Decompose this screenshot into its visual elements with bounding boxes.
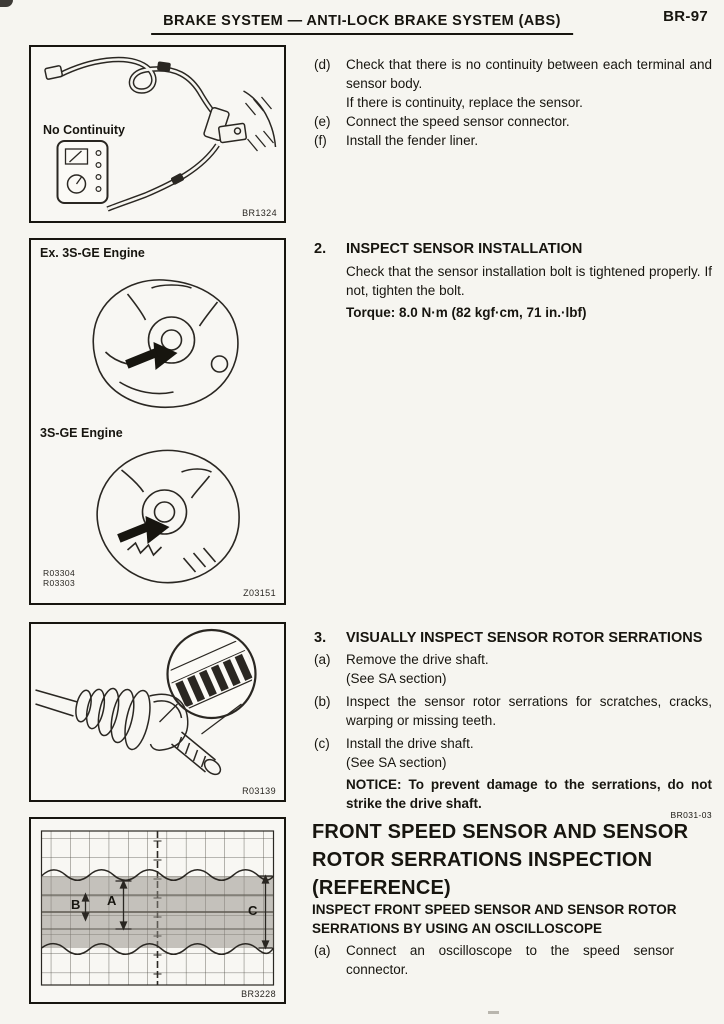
step-text: Remove the drive shaft. (346, 652, 489, 667)
drive-shaft-illustration (35, 628, 257, 776)
figure-oscilloscope-waveform: B A C BR3228 (29, 817, 286, 1004)
step-marker: (b) (314, 694, 331, 709)
step-title: VISUALLY INSPECT SENSOR ROTOR SERRATIONS (346, 630, 703, 646)
step-body: Remove the drive shaft. (See SA section) (346, 650, 712, 688)
section-code: BR031-03 (670, 810, 712, 820)
step-marker: (c) (314, 736, 330, 751)
figure-caption-ex-3sge: Ex. 3S-GE Engine (40, 246, 145, 260)
procedure-step-3b: (b) Inspect the sensor rotor serrations … (312, 692, 712, 730)
step-body: Install the drive shaft. (See SA section… (346, 734, 712, 772)
figure-continuity-check: No Continuity BR1324 (29, 45, 286, 223)
figure-code: R03139 (242, 786, 276, 796)
step-text: Install the fender liner. (346, 133, 479, 148)
step-2-heading: 2. INSPECT SENSOR INSTALLATION (312, 239, 712, 260)
step-number: 3. (314, 630, 327, 646)
figure-caption-no-continuity: No Continuity (43, 123, 125, 137)
step-number: 2. (314, 241, 327, 257)
dimension-label-a: A (107, 893, 117, 908)
notice-text: NOTICE: To prevent damage to the serrati… (346, 777, 712, 812)
page-title: BRAKE SYSTEM — ANTI-LOCK BRAKE SYSTEM (A… (151, 13, 573, 35)
section-title: FRONT SPEED SENSOR AND SENSOR ROTOR SERR… (312, 821, 689, 899)
figure-code: R03304 (43, 567, 76, 578)
step-text: Connect the speed sensor connector. (346, 114, 570, 129)
sensor-wiring-illustration (44, 56, 277, 212)
figure-code: BR3228 (241, 989, 276, 999)
step-text: Install the drive shaft. (346, 736, 474, 751)
engine-knuckle-illustration (92, 279, 240, 584)
oscilloscope-grid-illustration (40, 830, 275, 986)
dimension-label-c: C (248, 903, 258, 918)
procedure-step-3c: (c) Install the drive shaft. (See SA sec… (312, 734, 712, 772)
step-text: If there is continuity, replace the sens… (346, 95, 583, 111)
step-body: Check that there is no continuity betwee… (346, 55, 712, 112)
figure-code: Z03151 (243, 588, 276, 598)
step-text: Inspect the sensor rotor serrations for … (346, 694, 712, 729)
step-marker: (d) (314, 57, 331, 72)
figure-caption-3sge: 3S-GE Engine (40, 426, 123, 440)
dimension-label-b: B (71, 897, 81, 912)
figure-drive-shaft-serrations: R03139 (29, 622, 286, 802)
procedure-step-3a: (a) Remove the drive shaft. (See SA sect… (312, 650, 712, 688)
figure-sensor-installation: Ex. 3S-GE Engine 3S-GE Engine R03304 R03… (29, 238, 286, 605)
figure-code: BR1324 (242, 208, 277, 218)
step-marker: (a) (314, 943, 331, 958)
step-title: INSPECT SENSOR INSTALLATION (346, 241, 583, 257)
step-3-heading: 3. VISUALLY INSPECT SENSOR ROTOR SERRATI… (312, 628, 712, 649)
section-subtitle: INSPECT FRONT SPEED SENSOR AND SENSOR RO… (312, 902, 677, 936)
step-marker: (a) (314, 652, 331, 667)
step-subtext: (See SA section) (346, 755, 447, 771)
step-text: Connect an oscilloscope to the speed sen… (346, 943, 674, 978)
page-number: BR-97 (663, 8, 708, 25)
step-marker: (f) (314, 133, 327, 148)
procedure-step-f: (f) Install the fender liner. (312, 131, 712, 150)
scan-artifact (488, 1011, 499, 1014)
step-2-body: Check that the sensor installation bolt … (346, 264, 712, 299)
step-text: Check that there is no continuity betwee… (346, 57, 712, 92)
procedure-step-e: (e) Connect the speed sensor connector. (312, 112, 712, 131)
torque-spec: Torque: 8.0 N·m (82 kgf·cm, 71 in.·lbf) (346, 305, 587, 320)
scan-artifact (0, 0, 13, 7)
figure-code-stack: R03304 R03303 (43, 568, 75, 589)
step-marker: (e) (314, 114, 331, 129)
procedure-step-osc-a: (a) Connect an oscilloscope to the speed… (312, 941, 674, 979)
figure-code: R03303 (43, 578, 76, 589)
step-subtext: (See SA section) (346, 671, 447, 687)
procedure-step-d: (d) Check that there is no continuity be… (312, 55, 712, 112)
